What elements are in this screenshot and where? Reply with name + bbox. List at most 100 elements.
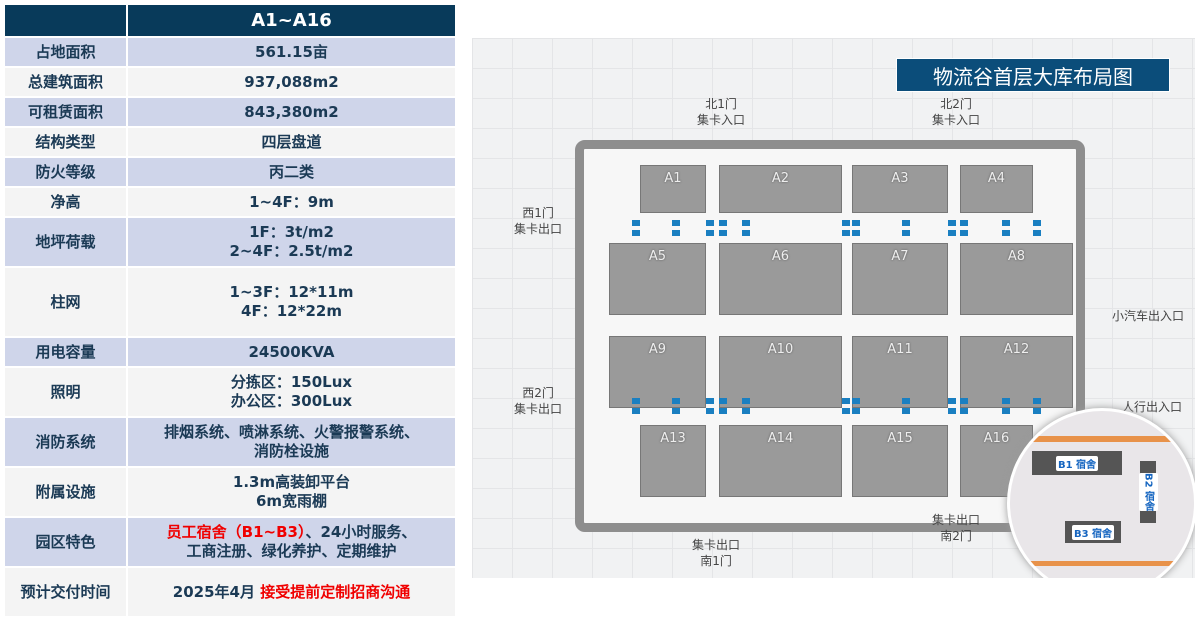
gate-name: 北1门 bbox=[705, 97, 737, 111]
header-label bbox=[5, 5, 126, 36]
highlight-text: 接受提前定制招商沟通 bbox=[260, 582, 411, 601]
row-label: 地坪荷载 bbox=[5, 218, 126, 266]
value-line: 561.15亩 bbox=[255, 42, 328, 61]
gate-north2: 北2门集卡入口 bbox=[932, 96, 980, 128]
dock-marker bbox=[719, 408, 724, 414]
gate-type: 集卡出口 bbox=[692, 538, 741, 552]
gate-name: 南2门 bbox=[940, 529, 972, 543]
value-line: 消防栓设施 bbox=[253, 442, 329, 460]
dock-marker bbox=[960, 398, 965, 404]
value-line: 843,380m2 bbox=[244, 102, 339, 121]
row-value: 四层盘道 bbox=[128, 128, 455, 156]
row-value: 937,088m2 bbox=[128, 68, 455, 96]
value-line: 四层盘道 bbox=[261, 132, 322, 151]
header-value: A1~A16 bbox=[128, 5, 455, 36]
dock-marker bbox=[706, 398, 711, 404]
road-marking bbox=[1030, 436, 1194, 442]
value-line: 分拣区：150Lux bbox=[230, 373, 353, 391]
dock-marker bbox=[1033, 230, 1038, 236]
dock-marker bbox=[902, 220, 907, 226]
gate-north1: 北1门集卡入口 bbox=[697, 96, 745, 128]
value-line: 工商注册、绿化养护、定期维护 bbox=[186, 542, 397, 560]
warehouse-a12: A12 bbox=[960, 336, 1073, 408]
value-text: 、24小时服务、 bbox=[305, 523, 417, 541]
dock-marker bbox=[960, 408, 965, 414]
table-header: A1~A16 bbox=[5, 5, 455, 36]
warehouse-a6: A6 bbox=[719, 243, 842, 315]
dorm-b2: B2 宿舍 bbox=[1138, 461, 1158, 523]
table-row: 预计交付时间 2025年4月 接受提前定制招商沟通 bbox=[5, 568, 455, 616]
highlight-text: 员工宿舍（B1~B3） bbox=[166, 523, 306, 541]
gate-south2: 集卡出口南2门 bbox=[932, 512, 980, 544]
gate-west2: 西2门集卡出口 bbox=[514, 385, 562, 417]
dock-marker bbox=[842, 220, 847, 226]
dorm-b1: B1 宿舍 bbox=[1032, 451, 1122, 475]
warehouse-a5: A5 bbox=[609, 243, 706, 315]
table-row: 防火等级丙二类 bbox=[5, 158, 455, 186]
dock-marker bbox=[742, 408, 747, 414]
gate-type: 集卡出口 bbox=[514, 222, 563, 236]
dock-marker bbox=[948, 230, 953, 236]
warehouse-a7: A7 bbox=[852, 243, 948, 315]
table-row: 结构类型 四层盘道 bbox=[5, 128, 455, 156]
dock-marker bbox=[632, 408, 637, 414]
dock-marker bbox=[719, 230, 724, 236]
gate-type: 集卡出口 bbox=[932, 513, 981, 527]
dock-marker bbox=[948, 408, 953, 414]
date-text: 2025年4月 bbox=[172, 582, 261, 601]
dorm-label: B1 宿舍 bbox=[1055, 455, 1099, 471]
row-value: 2025年4月 接受提前定制招商沟通 bbox=[128, 568, 455, 616]
dock-marker bbox=[1002, 408, 1007, 414]
warehouse-a13: A13 bbox=[640, 425, 706, 497]
gate-west1: 西1门集卡出口 bbox=[514, 205, 562, 237]
dock-marker bbox=[902, 398, 907, 404]
row-label: 用电容量 bbox=[5, 338, 126, 366]
dorm-b3: B3 宿舍 bbox=[1065, 521, 1121, 543]
value-line: 排烟系统、喷淋系统、火警报警系统、 bbox=[163, 423, 419, 441]
dock-marker bbox=[1033, 408, 1038, 414]
dock-marker bbox=[742, 398, 747, 404]
gate-car: 小汽车出入口 bbox=[1112, 309, 1185, 323]
warehouse-a15: A15 bbox=[852, 425, 948, 497]
table-row: 占地面积 561.15亩 bbox=[5, 38, 455, 66]
dorm-label: B2 宿舍 bbox=[1138, 472, 1158, 512]
dock-marker bbox=[960, 230, 965, 236]
row-label: 消防系统 bbox=[5, 418, 126, 466]
row-label: 附属设施 bbox=[5, 468, 126, 516]
dock-marker bbox=[842, 408, 847, 414]
gate-name: 北2门 bbox=[940, 97, 972, 111]
gate-name: 南1门 bbox=[700, 554, 732, 568]
warehouse-a2: A2 bbox=[719, 165, 842, 213]
dock-marker bbox=[902, 408, 907, 414]
row-label: 照明 bbox=[5, 368, 126, 416]
dock-marker bbox=[902, 230, 907, 236]
row-value: 员工宿舍（B1~B3）、24小时服务、工商注册、绿化养护、定期维护 bbox=[128, 518, 455, 566]
warehouse-a4: A4 bbox=[960, 165, 1033, 213]
value-line: 2025年4月 接受提前定制招商沟通 bbox=[173, 583, 410, 602]
dock-marker bbox=[632, 220, 637, 226]
dock-marker bbox=[842, 230, 847, 236]
row-label: 结构类型 bbox=[5, 128, 126, 156]
road-marking bbox=[1030, 561, 1194, 566]
dock-marker bbox=[852, 230, 857, 236]
map-title: 物流谷首层大库布局图 bbox=[896, 58, 1170, 92]
gate-type: 集卡入口 bbox=[932, 113, 981, 127]
dock-marker bbox=[706, 220, 711, 226]
gate-name: 西2门 bbox=[522, 386, 554, 400]
gate-pedestrian: 人行出入口 bbox=[1122, 400, 1183, 414]
row-label: 占地面积 bbox=[5, 38, 126, 66]
dock-marker bbox=[1033, 220, 1038, 226]
value-line: 1F：3t/m2 bbox=[249, 223, 334, 241]
dock-marker bbox=[632, 398, 637, 404]
gate-south1: 集卡出口南1门 bbox=[692, 537, 740, 569]
row-label: 预计交付时间 bbox=[5, 568, 126, 616]
